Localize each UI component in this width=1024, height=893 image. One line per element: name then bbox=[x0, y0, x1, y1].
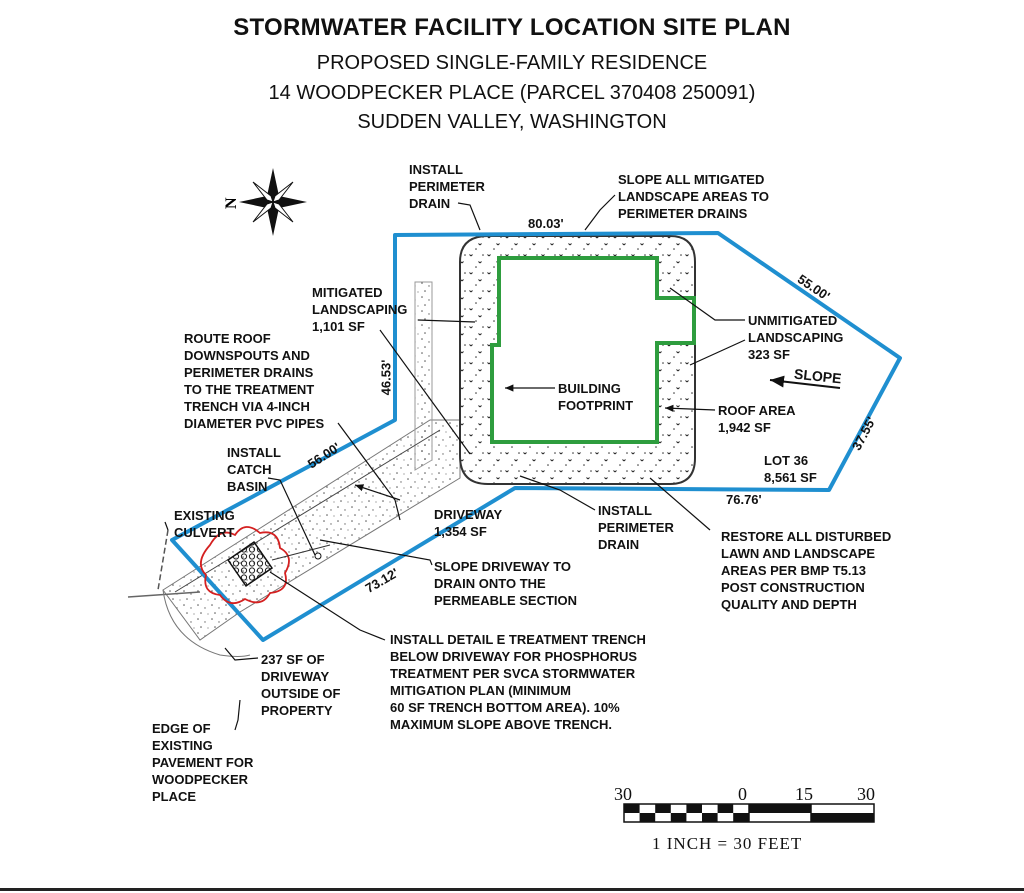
label-treatment-trench: INSTALL DETAIL E TREATMENT TRENCH BELOW … bbox=[390, 631, 646, 733]
label-line: TO THE TREATMENT bbox=[184, 382, 315, 397]
label-install-catch-basin: INSTALL CATCH BASIN bbox=[227, 444, 281, 495]
label-slope-mitigated: SLOPE ALL MITIGATED LANDSCAPE AREAS TO P… bbox=[618, 171, 769, 222]
label-line: INSTALL bbox=[598, 503, 652, 518]
label-line: INSTALL bbox=[409, 162, 463, 177]
label-line: INSTALL bbox=[227, 445, 281, 460]
label-line: UNMITIGATED bbox=[748, 313, 838, 328]
subtitle-project: PROPOSED SINGLE-FAMILY RESIDENCE bbox=[316, 52, 708, 74]
label-line: PERMEABLE SECTION bbox=[434, 593, 578, 608]
subtitle-address: 14 WOODPECKER PLACE (PARCEL 370408 25009… bbox=[268, 82, 756, 104]
label-line: MITIGATION PLAN (MINIMUM bbox=[390, 683, 572, 698]
label-driveway-outside-property: 237 SF OF DRIVEWAY OUTSIDE OF PROPERTY bbox=[261, 651, 340, 719]
label-line: PERIMETER bbox=[598, 520, 674, 535]
bottom-rule bbox=[0, 888, 1024, 891]
label-line: EXISTING bbox=[174, 508, 235, 523]
label-line: TREATMENT PER SVCA STORMWATER bbox=[390, 666, 636, 681]
label-line: SLOPE DRIVEWAY TO bbox=[434, 559, 572, 574]
label-line: DRIVEWAY bbox=[261, 669, 330, 684]
label-line: CATCH bbox=[227, 462, 272, 477]
label-line: PERIMETER DRAINS bbox=[184, 365, 314, 380]
label-line: DRAIN bbox=[409, 196, 451, 211]
dimension-left-vertical: 46.53' bbox=[378, 359, 394, 396]
label-slope-driveway: SLOPE DRIVEWAY TO DRAIN ONTO THE PERMEAB… bbox=[434, 558, 577, 609]
label-route-roof-downspouts: ROUTE ROOF DOWNSPOUTS AND PERIMETER DRAI… bbox=[184, 330, 324, 432]
label-line: PROPERTY bbox=[261, 703, 333, 718]
label-line: MAXIMUM SLOPE ABOVE TRENCH. bbox=[390, 717, 612, 732]
label-line: LANDSCAPING bbox=[748, 330, 844, 345]
label-line: EXISTING bbox=[152, 738, 213, 753]
label-line: 1,101 SF bbox=[312, 319, 365, 334]
scale-tick-mid: 15 bbox=[795, 784, 813, 804]
label-install-perimeter-drain-bottom: INSTALL PERIMETER DRAIN bbox=[598, 502, 674, 553]
label-line: DRAIN bbox=[598, 537, 640, 552]
label-lot: LOT 36 8,561 SF bbox=[764, 452, 817, 486]
label-line: 60 SF TRENCH BOTTOM AREA). 10% bbox=[390, 700, 620, 715]
label-line: 8,561 SF bbox=[764, 470, 817, 485]
label-line: OUTSIDE OF bbox=[261, 686, 341, 701]
label-driveway: DRIVEWAY 1,354 SF bbox=[434, 506, 502, 540]
label-line: ROOF AREA bbox=[718, 403, 796, 418]
label-line: 1,942 SF bbox=[718, 420, 771, 435]
scale-bar bbox=[623, 803, 875, 823]
label-line: LAWN AND LANDSCAPE bbox=[721, 546, 876, 561]
label-mitigated-landscaping: MITIGATED LANDSCAPING 1,101 SF bbox=[312, 284, 407, 335]
scale-tick-left: 30 bbox=[614, 784, 632, 804]
dimension-top: 80.03' bbox=[528, 216, 564, 231]
slope-arrow-icon bbox=[769, 375, 841, 389]
label-line: POST CONSTRUCTION bbox=[721, 580, 865, 595]
label-line: ROUTE ROOF bbox=[184, 331, 271, 346]
label-line: SLOPE ALL MITIGATED bbox=[618, 172, 765, 187]
label-line: BASIN bbox=[227, 479, 268, 494]
label-line: DRIVEWAY bbox=[434, 507, 503, 522]
scale-caption: 1 INCH = 30 FEET bbox=[652, 834, 803, 853]
label-line: AREAS PER BMP T5.13 bbox=[721, 563, 866, 578]
scale-tick-zero: 0 bbox=[738, 784, 747, 804]
label-line: 323 SF bbox=[748, 347, 790, 362]
label-line: PERIMETER DRAINS bbox=[618, 206, 748, 221]
label-line: BUILDING bbox=[558, 381, 621, 396]
label-line: QUALITY AND DEPTH bbox=[721, 597, 857, 612]
label-line: DRAIN ONTO THE bbox=[434, 576, 546, 591]
scale-tick-right: 30 bbox=[857, 784, 875, 804]
label-line: PAVEMENT FOR bbox=[152, 755, 254, 770]
leader-lines bbox=[164, 194, 746, 731]
compass-rose-icon bbox=[239, 168, 307, 236]
label-line: 1,354 SF bbox=[434, 524, 487, 539]
label-line: WOODPECKER bbox=[152, 772, 249, 787]
label-line: BELOW DRIVEWAY FOR PHOSPHORUS bbox=[390, 649, 638, 664]
label-line: TRENCH VIA 4-INCH bbox=[184, 399, 310, 414]
label-line: 237 SF OF bbox=[261, 652, 325, 667]
label-unmitigated-landscaping: UNMITIGATED LANDSCAPING 323 SF bbox=[748, 312, 843, 363]
label-line: FOOTPRINT bbox=[558, 398, 634, 413]
label-line: PLACE bbox=[152, 789, 197, 804]
driveway-strip bbox=[414, 281, 433, 471]
label-restore-disturbed: RESTORE ALL DISTURBED LAWN AND LANDSCAPE… bbox=[721, 528, 891, 613]
page-title: STORMWATER FACILITY LOCATION SITE PLAN bbox=[233, 14, 791, 41]
property-line bbox=[170, 231, 902, 642]
label-install-perimeter-drain-top: INSTALL PERIMETER DRAIN bbox=[409, 161, 485, 212]
label-line: EDGE OF bbox=[152, 721, 211, 736]
label-line: RESTORE ALL DISTURBED bbox=[721, 529, 892, 544]
building-footprint bbox=[490, 256, 696, 444]
label-line: LANDSCAPE AREAS TO bbox=[618, 189, 769, 204]
dimension-bottom: 76.76' bbox=[726, 492, 762, 507]
label-line: DOWNSPOUTS AND bbox=[184, 348, 310, 363]
label-roof-area: ROOF AREA 1,942 SF bbox=[718, 402, 796, 436]
treatment-trench bbox=[200, 526, 331, 605]
north-label: N bbox=[223, 197, 240, 209]
label-line: LANDSCAPING bbox=[312, 302, 408, 317]
label-line: MITIGATED bbox=[312, 285, 383, 300]
label-edge-of-pavement: EDGE OF EXISTING PAVEMENT FOR WOODPECKER… bbox=[152, 720, 253, 805]
label-line: LOT 36 bbox=[764, 453, 809, 468]
label-line: CULVERT bbox=[174, 525, 235, 540]
label-existing-culvert: EXISTING CULVERT bbox=[174, 507, 235, 541]
label-building-footprint: BUILDING FOOTPRINT bbox=[558, 380, 633, 414]
label-line: PERIMETER bbox=[409, 179, 485, 194]
subtitle-location: SUDDEN VALLEY, WASHINGTON bbox=[357, 111, 667, 133]
label-line: INSTALL DETAIL E TREATMENT TRENCH bbox=[390, 632, 646, 647]
label-line: DIAMETER PVC PIPES bbox=[184, 416, 325, 431]
